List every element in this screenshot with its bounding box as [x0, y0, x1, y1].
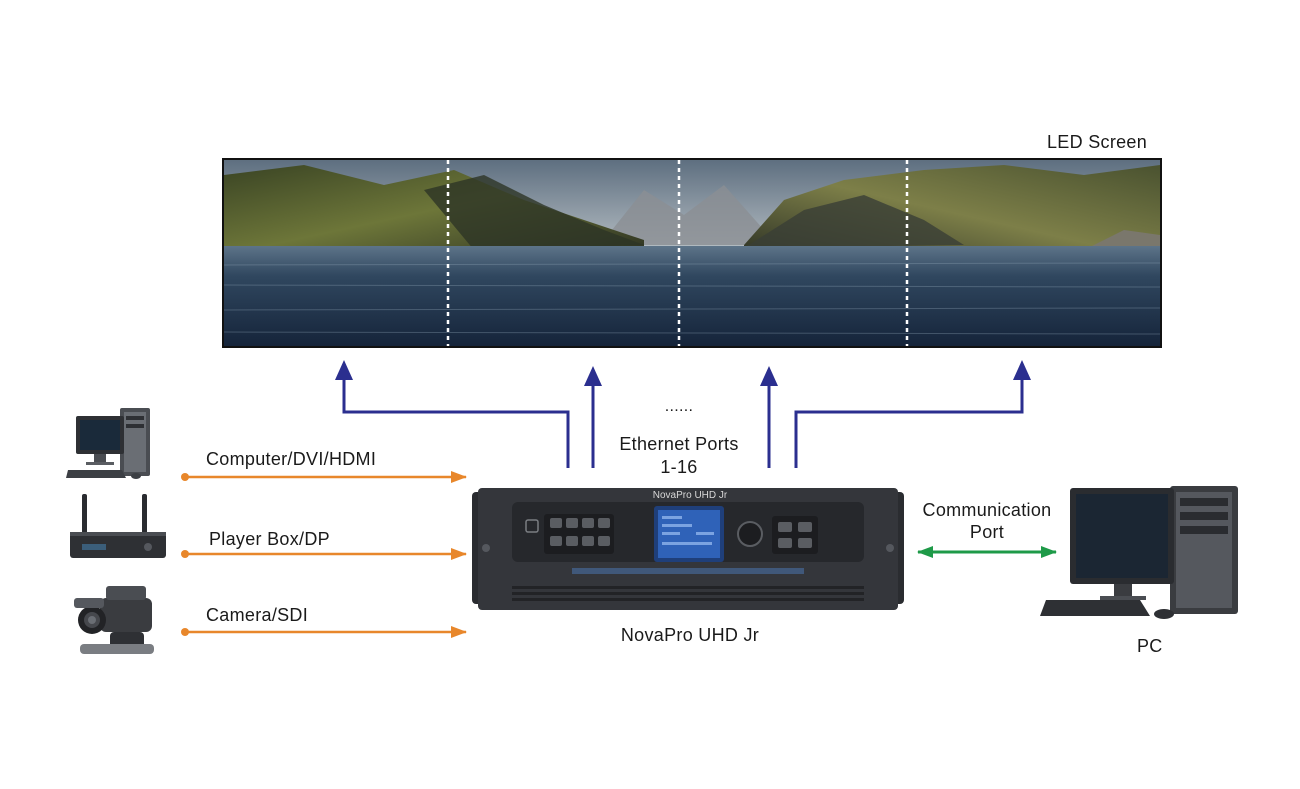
communication-port-label: Communication [922, 500, 1052, 520]
ethernet-arrowhead-3 [760, 366, 778, 386]
player-box-icon [70, 494, 166, 558]
ethernet-arrowhead-2 [584, 366, 602, 386]
pc-label: PC [1137, 636, 1163, 656]
pc-tower-icon [1040, 486, 1238, 619]
ethernet-arrowhead-4 [1013, 360, 1031, 380]
ethernet-arrowhead-1 [335, 360, 353, 380]
controller-button-grid [550, 518, 610, 546]
ethernet-dots: ...... [664, 398, 694, 415]
controller-name-label: NovaPro UHD Jr [620, 625, 760, 645]
controller-front-title: NovaPro UHD Jr [652, 490, 728, 501]
controller-knob [737, 521, 763, 547]
panel-dividers [446, 160, 909, 346]
ethernet-ports-range: 1-16 [660, 457, 698, 477]
ethernet-arrows [342, 376, 1024, 468]
communication-port-sublabel: Port [969, 522, 1005, 542]
input-label-camera: Camera/SDI [206, 605, 309, 625]
desktop-computer-icon [66, 408, 150, 479]
input-arrows [181, 471, 467, 638]
ethernet-arrow-4 [794, 376, 1024, 468]
input-label-computer: Computer/DVI/HDMI [206, 449, 377, 469]
ethernet-arrow-1 [342, 376, 570, 468]
landscape-image [224, 160, 1160, 346]
input-label-player-box: Player Box/DP [209, 529, 330, 549]
led-screen [222, 158, 1162, 348]
controller-device [472, 488, 904, 610]
ethernet-ports-label: Ethernet Ports [619, 434, 739, 454]
led-screen-label: LED Screen [1047, 132, 1148, 152]
video-camera-icon [74, 586, 154, 654]
